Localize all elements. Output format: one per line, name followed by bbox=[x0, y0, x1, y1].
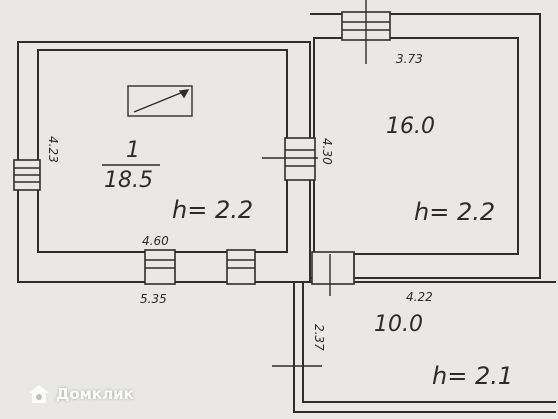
room3-left-dimension: 2.37 bbox=[312, 324, 326, 351]
room2-area: 16.0 bbox=[386, 114, 435, 139]
watermark-text: Домклик bbox=[56, 385, 134, 403]
electric-panel-symbol bbox=[127, 85, 193, 117]
room2-room3-door bbox=[311, 251, 355, 285]
room1-height: h= 2.2 bbox=[172, 196, 254, 224]
room3-height: h= 2.1 bbox=[432, 362, 514, 390]
room3-inner-wall bbox=[302, 282, 556, 403]
room2-outer-wall bbox=[310, 13, 541, 279]
room2-height: h= 2.2 bbox=[414, 198, 496, 226]
room1-bottom-window-2 bbox=[226, 249, 256, 285]
room2-left-dimension: 4.30 bbox=[320, 138, 334, 165]
room1-bottom-window-1 bbox=[144, 249, 176, 285]
room1-left-dimension: 4.23 bbox=[46, 136, 60, 163]
room1-bottom-inner-dimension: 4.60 bbox=[142, 234, 169, 248]
room2-inner-wall bbox=[313, 37, 519, 255]
room1-number: 1 bbox=[126, 138, 140, 163]
room2-top-dimension: 3.73 bbox=[396, 52, 423, 66]
room1-area: 18.5 bbox=[104, 168, 153, 193]
room3-area: 10.0 bbox=[374, 312, 423, 337]
room3-top-dimension: 4.22 bbox=[406, 290, 433, 304]
watermark: Домклик bbox=[28, 384, 134, 404]
room1-bottom-outer-dimension: 5.35 bbox=[140, 292, 167, 306]
house-logo-icon bbox=[29, 385, 49, 403]
room1-room2-door bbox=[284, 137, 316, 181]
room3-outer-wall bbox=[293, 282, 556, 413]
